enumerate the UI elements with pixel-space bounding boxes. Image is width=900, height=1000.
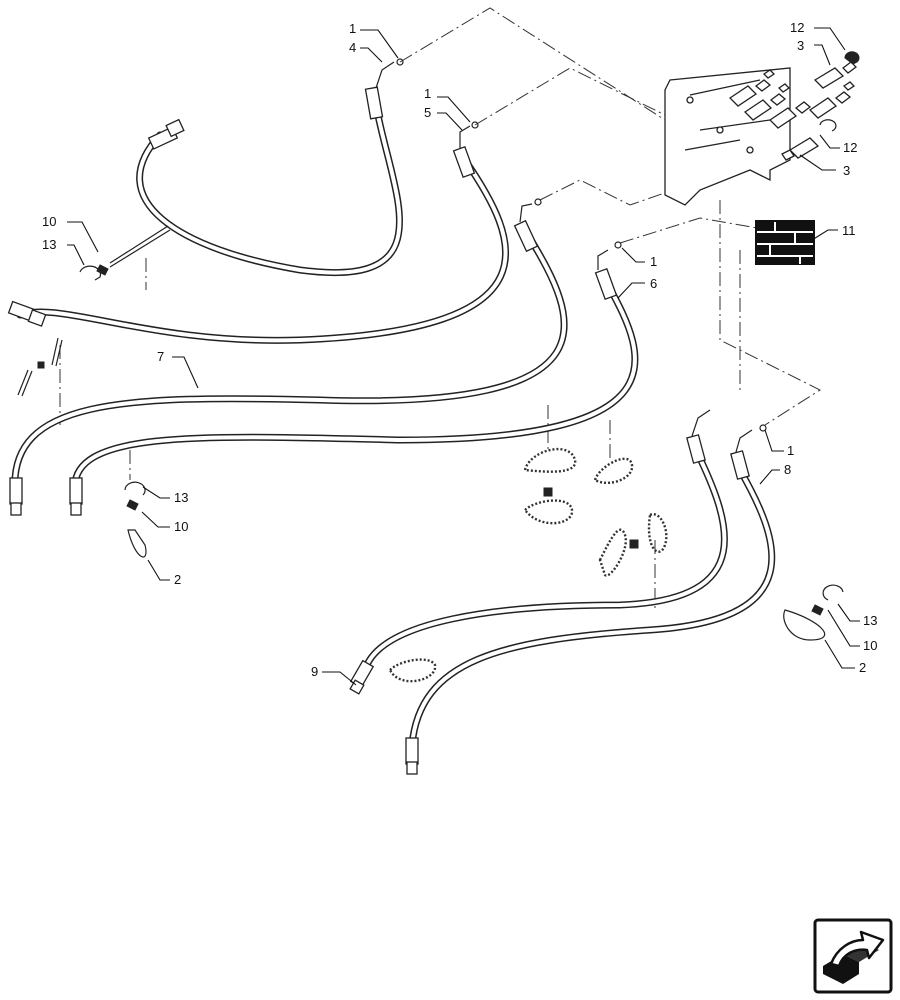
callout: 7 [157, 349, 164, 364]
decal-11 [755, 220, 815, 265]
callout: 4 [349, 40, 356, 55]
callout: 13 [42, 237, 56, 252]
callout-labels: 1 4 1 5 12 3 12 3 11 1 6 10 13 7 13 10 2… [42, 20, 877, 679]
coupler [728, 69, 776, 107]
hoses [11, 96, 776, 749]
hose-8 [408, 466, 776, 749]
callout: 1 [650, 254, 657, 269]
callout: 1 [787, 443, 794, 458]
alignment-lines [59, 7, 822, 610]
coupler [743, 83, 791, 121]
hose-4 [136, 96, 403, 276]
dust-cap-12-bottom [819, 119, 837, 132]
callout-leaders [67, 27, 860, 686]
couplers [728, 51, 860, 161]
coupler-3-bottom [781, 137, 820, 161]
coupler [768, 101, 812, 129]
hose-9 [361, 446, 728, 674]
callout: 1 [349, 21, 356, 36]
coupler [808, 81, 856, 119]
callout: 13 [863, 613, 877, 628]
fittings [7, 58, 767, 775]
hose-5 [16, 156, 509, 344]
callout: 11 [842, 223, 856, 238]
callout: 10 [174, 519, 188, 534]
callout: 2 [174, 572, 181, 587]
callout: 8 [784, 462, 791, 477]
callout: 12 [843, 140, 857, 155]
dust-cap-12-top [844, 51, 860, 65]
callout: 3 [843, 163, 850, 178]
clamps-and-ties [17, 225, 844, 683]
next-page-arrow-icon [813, 918, 893, 994]
coupler-3-top [813, 61, 857, 89]
callout: 9 [311, 664, 318, 679]
callout: 13 [174, 490, 188, 505]
callout: 2 [859, 660, 866, 675]
next-page-button[interactable] [813, 918, 893, 994]
callout: 12 [790, 20, 804, 35]
hose-6 [71, 281, 639, 494]
callout: 10 [863, 638, 877, 653]
callout: 5 [424, 105, 431, 120]
callout: 6 [650, 276, 657, 291]
hose-7 [11, 231, 568, 494]
callout: 3 [797, 38, 804, 53]
callout: 10 [42, 214, 56, 229]
callout: 1 [424, 86, 431, 101]
mounting-bracket [664, 67, 791, 206]
